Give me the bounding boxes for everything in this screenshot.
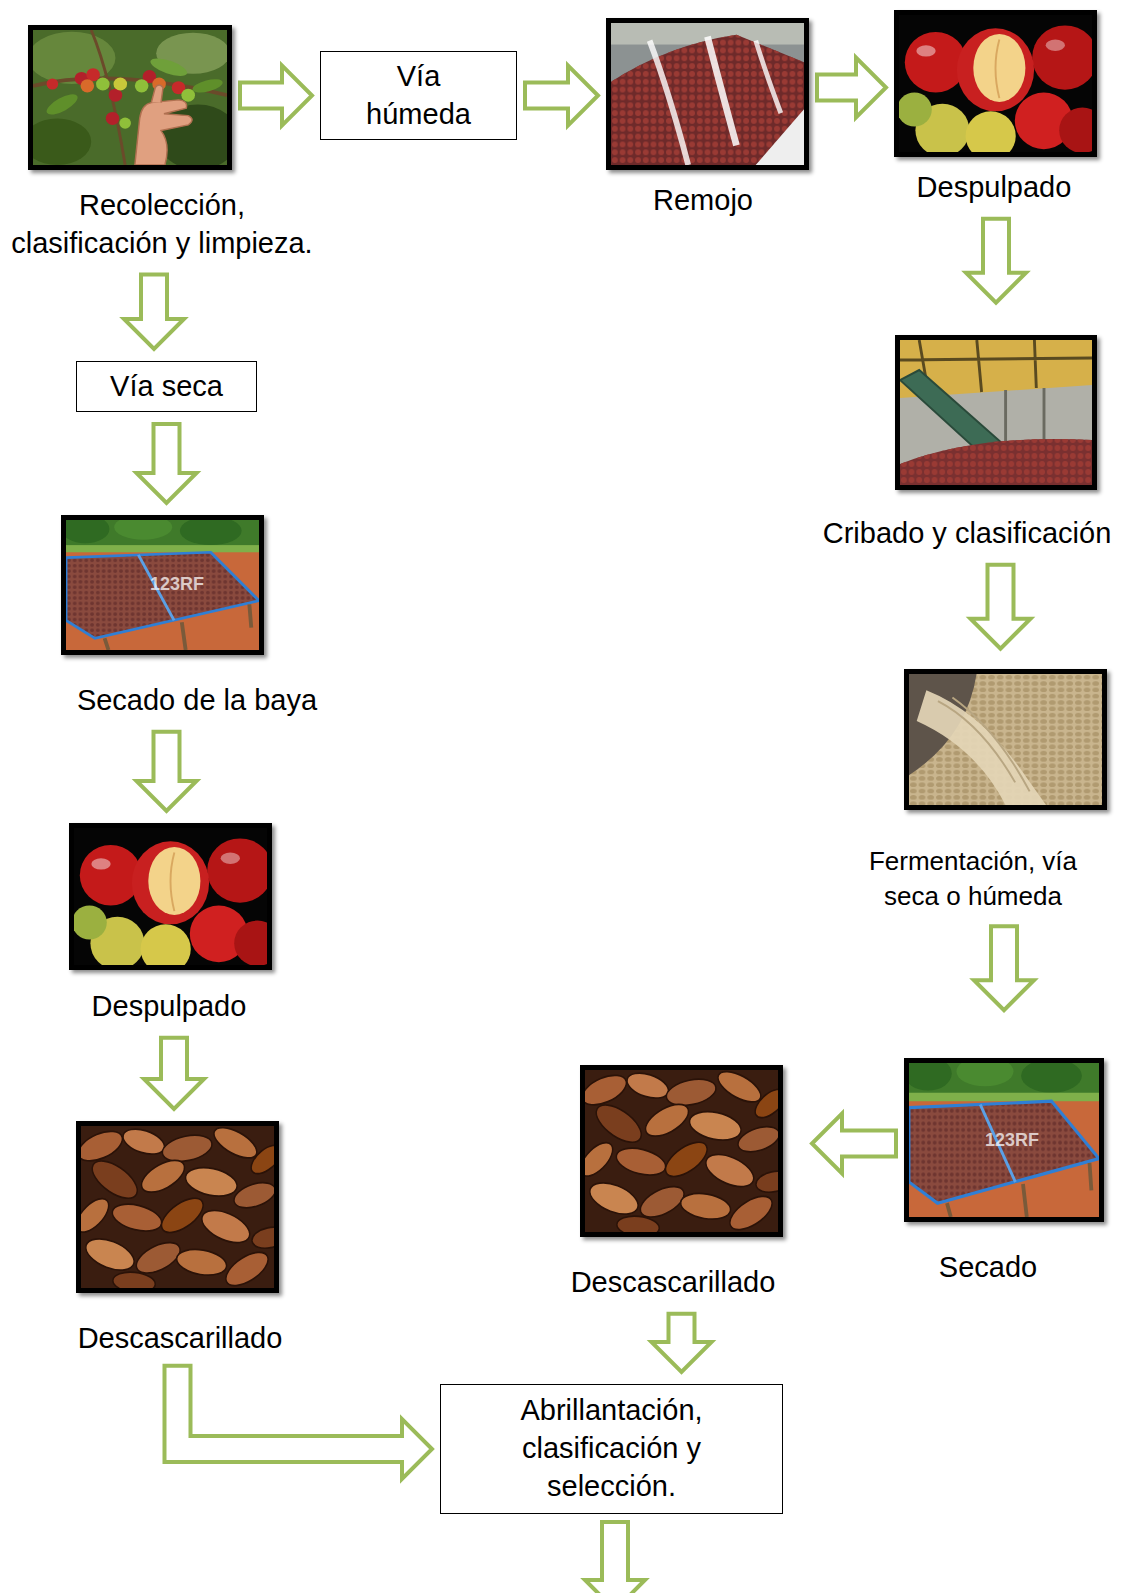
photo-frame [895,335,1097,490]
photo [611,23,804,165]
step-caption: Descascarillado [571,1264,776,1302]
photo-step: Recolección, clasificación y limpieza. [28,25,232,170]
caption-holder: Secado de la baya [77,682,317,720]
photo-image [33,30,227,165]
step-caption: Remojo [653,182,753,220]
photo-image [74,828,267,965]
step-caption: Despulpado [917,169,1072,207]
caption-holder: Despulpado [92,988,247,1026]
box-label: Vía seca [110,368,223,406]
watermark: 123RF [150,574,204,595]
photo-image [585,1070,778,1232]
photo-frame [580,1065,783,1237]
process-box: Abrillantación, clasificación y selecció… [440,1384,783,1514]
photo-step: Fermentación, vía seca o húmeda [904,669,1107,810]
process-box: Vía seca [76,361,257,412]
block-arrow [124,274,184,349]
caption-holder: Despulpado [917,169,1072,207]
photo-step: Remojo [606,18,809,170]
block-arrow [817,58,886,118]
photo-frame [894,10,1097,157]
block-arrow [812,1114,896,1174]
photo-image [611,23,804,165]
step-caption: Cribado y clasificación [823,515,1112,553]
watermark: 123RF [985,1130,1039,1151]
photo [909,674,1102,805]
block-arrow [652,1314,712,1372]
box-label: Abrillantación, clasificación y selecció… [497,1392,727,1505]
process-box: Vía húmeda [320,51,517,140]
block-arrow [966,219,1026,303]
photo-image [899,15,1092,152]
photo-image [909,674,1102,805]
step-caption: Secado [939,1249,1037,1287]
photo-frame [606,18,809,170]
caption-holder: Secado [939,1249,1037,1287]
outgoing-arrow [585,1522,645,1593]
caption-holder: Cribado y clasificación [823,515,1112,553]
photo-image [909,1063,1099,1217]
block-arrow [240,66,312,126]
photo-image [66,520,259,650]
block-arrow [971,565,1031,649]
photo [33,30,227,165]
caption-holder: Fermentación, vía seca o húmeda [861,844,1086,914]
caption-holder: Descascarillado [78,1320,283,1358]
photo [585,1070,778,1232]
block-arrow [165,1366,433,1479]
photo-step: Despulpado [69,823,272,970]
block-arrow [144,1038,204,1109]
photo-image [81,1126,274,1288]
photo [74,828,267,965]
step-caption: Secado de la baya [77,682,317,720]
photo-step: Descascarillado [580,1065,783,1237]
block-arrow [137,424,197,503]
block-arrow [974,926,1034,1010]
step-caption: Descascarillado [78,1320,283,1358]
step-caption: Recolección, clasificación y limpieza. [6,187,318,262]
photo-frame [76,1121,279,1293]
caption-holder: Remojo [653,182,753,220]
photo [900,340,1092,485]
block-arrow [137,732,197,811]
caption-holder: Descascarillado [571,1264,776,1302]
photo-image [900,340,1092,485]
photo [81,1126,274,1288]
step-caption: Despulpado [92,988,247,1026]
block-arrow [525,66,598,126]
step-caption: Fermentación, vía seca o húmeda [861,844,1086,914]
photo-step: Descascarillado [76,1121,279,1293]
photo-frame [28,25,232,170]
photo-frame [69,823,272,970]
photo-frame [904,669,1107,810]
photo-step: Despulpado [894,10,1097,157]
caption-holder: Recolección, clasificación y limpieza. [6,187,318,262]
photo-step: Cribado y clasificación [895,335,1097,490]
box-label: Vía húmeda [354,58,484,133]
photo [899,15,1092,152]
